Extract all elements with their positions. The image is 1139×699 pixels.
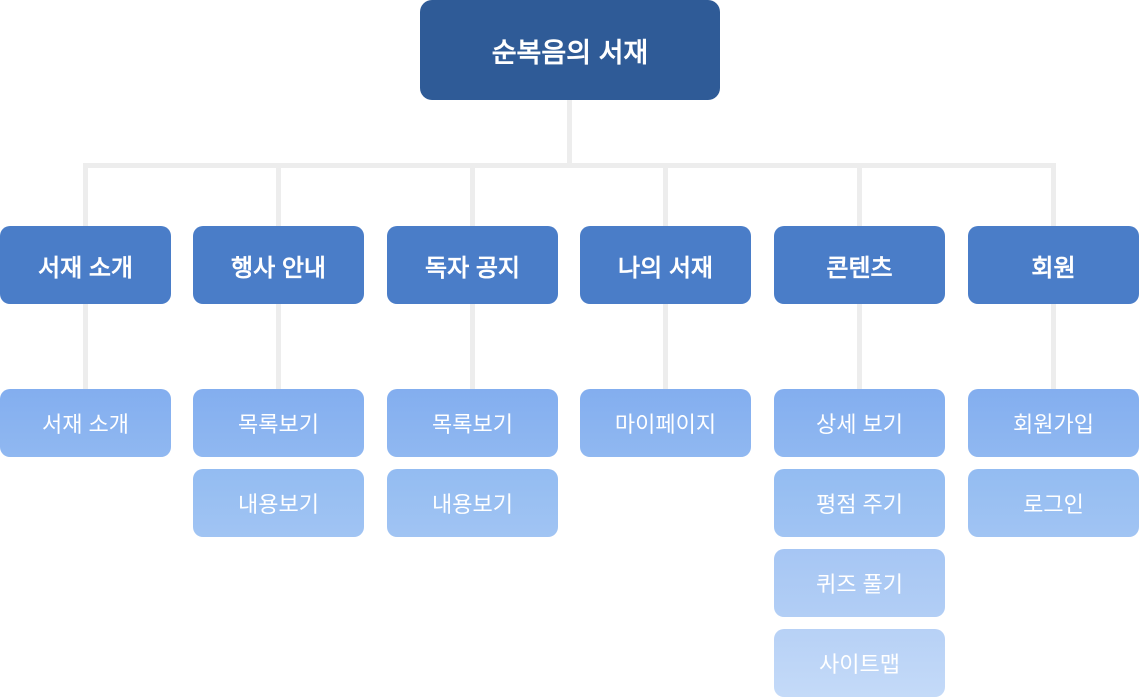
connector-branch-events-top bbox=[276, 168, 281, 226]
connector-branch-events-bottom bbox=[276, 304, 281, 389]
connector-branch-library-intro-bottom bbox=[83, 304, 88, 389]
child-node-contents-detail: 상세 보기 bbox=[774, 389, 945, 457]
child-node-events-detail: 내용보기 bbox=[193, 469, 364, 537]
child-node-notice-list: 목록보기 bbox=[387, 389, 558, 457]
child-node-notice-detail: 내용보기 bbox=[387, 469, 558, 537]
menu-node-reader-notice: 독자 공지 bbox=[387, 226, 558, 304]
menu-node-events: 행사 안내 bbox=[193, 226, 364, 304]
child-node-contents-rating: 평점 주기 bbox=[774, 469, 945, 537]
connector-branch-reader-notice-top bbox=[470, 168, 475, 226]
connector-horizontal-rail bbox=[83, 163, 1056, 168]
connector-branch-library-intro-top bbox=[83, 168, 88, 226]
connector-branch-contents-bottom bbox=[857, 304, 862, 389]
menu-node-my-library: 나의 서재 bbox=[580, 226, 751, 304]
child-node-library-intro: 서재 소개 bbox=[0, 389, 171, 457]
connector-branch-my-library-bottom bbox=[663, 304, 668, 389]
root-node: 순복음의 서재 bbox=[420, 0, 720, 100]
child-node-my-page: 마이페이지 bbox=[580, 389, 751, 457]
child-node-member-signup: 회원가입 bbox=[968, 389, 1139, 457]
menu-node-member: 회원 bbox=[968, 226, 1139, 304]
menu-node-contents: 콘텐츠 bbox=[774, 226, 945, 304]
menu-node-library-intro: 서재 소개 bbox=[0, 226, 171, 304]
connector-branch-member-top bbox=[1051, 168, 1056, 226]
child-node-contents-quiz: 퀴즈 풀기 bbox=[774, 549, 945, 617]
connector-branch-contents-top bbox=[857, 168, 862, 226]
connector-branch-reader-notice-bottom bbox=[470, 304, 475, 389]
child-node-member-login: 로그인 bbox=[968, 469, 1139, 537]
child-node-contents-sitemap: 사이트맵 bbox=[774, 629, 945, 697]
connector-branch-member-bottom bbox=[1051, 304, 1056, 389]
child-node-events-list: 목록보기 bbox=[193, 389, 364, 457]
connector-branch-my-library-top bbox=[663, 168, 668, 226]
connector-root-stem bbox=[567, 100, 572, 163]
